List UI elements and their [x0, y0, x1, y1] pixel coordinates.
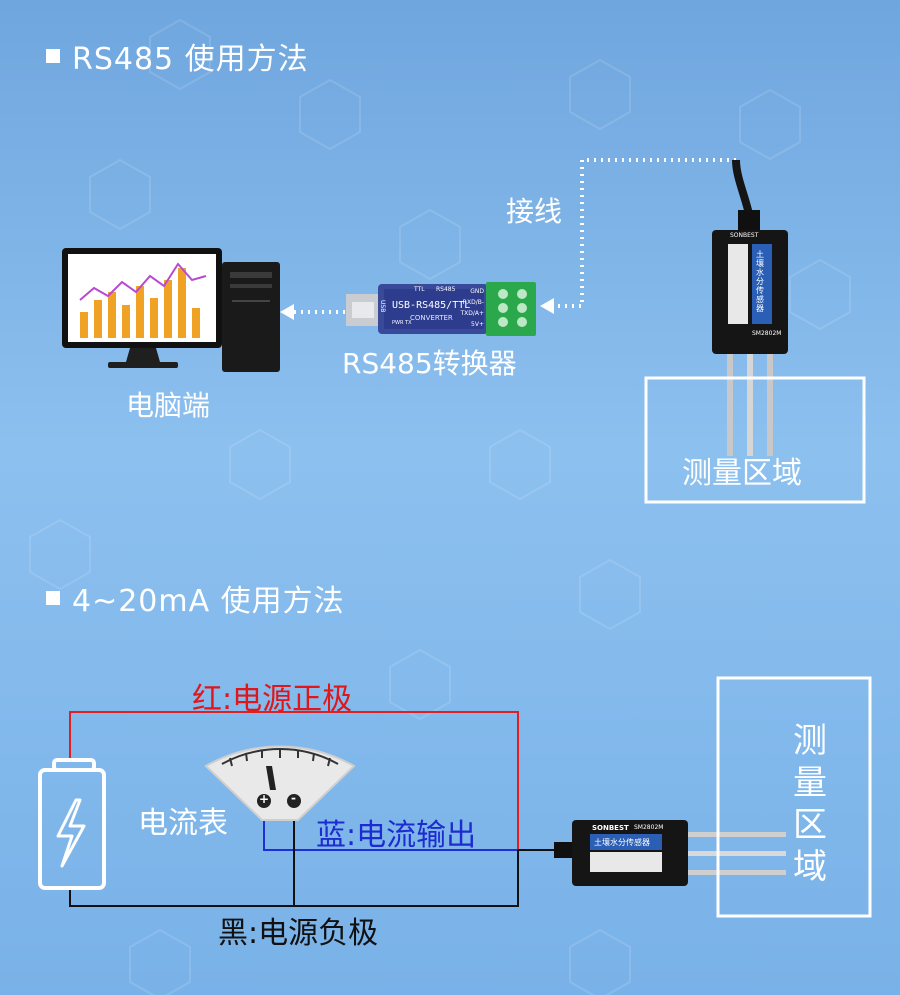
measure-area-char: 测 [793, 721, 827, 761]
sensor2-brand-text: SONBEST [592, 824, 629, 832]
battery-icon [38, 758, 106, 890]
red-wire-label: 红:电源正极 [192, 682, 353, 717]
wiring-path [540, 158, 736, 314]
data-flow-arrow-to-computer [280, 304, 345, 320]
sensor2-model-text: SM2802M [634, 824, 664, 831]
section-title-rs485: RS485 使用方法 [46, 34, 309, 78]
pin-label: TXD/A+ [460, 310, 484, 317]
bullet-icon [46, 49, 60, 63]
bullet-icon [46, 591, 60, 605]
converter-rs485-text: RS485 [436, 286, 456, 293]
ammeter-icon [204, 745, 356, 821]
measure-area-char: 区 [793, 805, 827, 845]
measure-area-char: 量 [793, 763, 827, 803]
soil-moisture-sensor-vertical [712, 159, 788, 456]
measure-area-char: 域 [793, 847, 827, 887]
ammeter-minus-label: - [291, 791, 296, 805]
pin-label: GND [470, 288, 484, 295]
sensor-model-text: SM2802M [752, 330, 782, 337]
sensor-name-text: 土壤水分传感器 [756, 250, 764, 313]
converter-sub-text: CONVERTER [410, 314, 453, 322]
red-wire [69, 711, 519, 850]
black-wire-label: 黑:电源负极 [218, 916, 379, 951]
measure-area-box [644, 376, 866, 504]
measure-area-vertical-label: 测 量 区 域 [790, 720, 830, 888]
pin-label: 5V+ [471, 321, 484, 328]
measure-area-box-2 [716, 676, 872, 918]
ammeter-label: 电流表 [138, 806, 228, 841]
blue-wire-label: 蓝:电流输出 [316, 818, 477, 853]
sensor-brand-text: SONBEST [730, 232, 759, 239]
soil-moisture-sensor-horizontal [554, 820, 786, 886]
screen-chart [79, 262, 207, 338]
sensor2-name-text: 土壤水分传感器 [594, 838, 650, 847]
converter-usb-text: USB [379, 300, 386, 313]
wiring-label: 接线 [506, 195, 563, 228]
section-title-text: RS485 使用方法 [72, 42, 309, 77]
computer-icon [62, 248, 280, 372]
converter-main-text: USB-RS485/TTL [392, 300, 471, 311]
converter-leds-text: PWR TX [392, 320, 412, 326]
converter-ttl-text: TTL [414, 286, 425, 293]
measure-area-label: 测量区域 [682, 456, 802, 491]
rs485-converter-device [346, 282, 536, 336]
hex-pattern [29, 18, 851, 995]
pin-label: RXD/B- [462, 299, 484, 306]
computer-label: 电脑端 [126, 389, 211, 422]
converter-pin-list: GND RXD/B- TXD/A+ 5V+ [460, 286, 484, 330]
section-title-text: 4~20mA 使用方法 [72, 584, 345, 619]
ammeter-plus-label: + [259, 792, 270, 806]
converter-label: RS485转换器 [342, 347, 517, 380]
section-title-4-20ma: 4~20mA 使用方法 [46, 576, 345, 620]
